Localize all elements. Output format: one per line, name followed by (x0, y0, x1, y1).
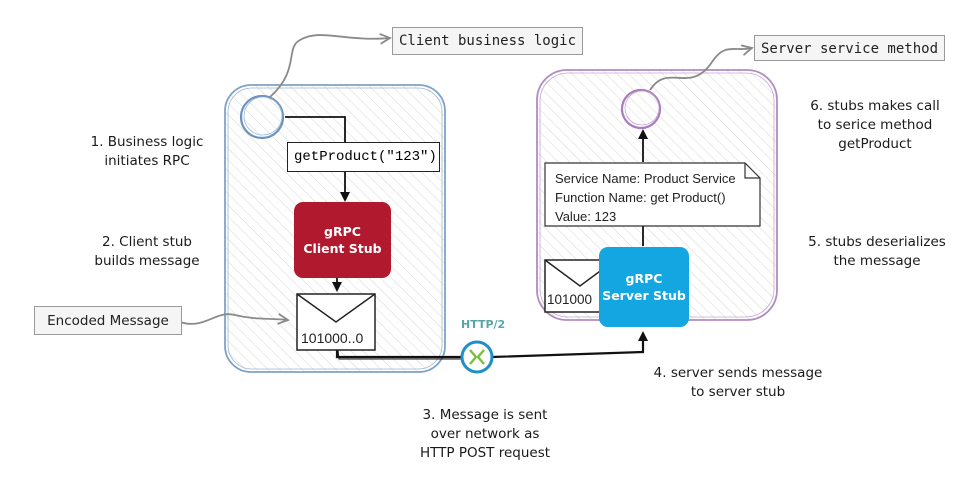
client-envelope-text: 101000..0 (301, 330, 364, 346)
server-stub: gRPC Server Stub (599, 247, 689, 327)
step-5-label: 5. stubs deserializes the message (788, 233, 966, 271)
server-envelope (544, 259, 616, 313)
step-3-label: 3. Message is sent over network as HTTP … (395, 406, 575, 463)
step-1-label: 1. Business logic initiates RPC (72, 133, 222, 171)
server-note-line2: Function Name: get Product() (555, 190, 726, 205)
server-note-line1: Service Name: Product Service (555, 171, 736, 186)
server-note-shape (544, 162, 761, 227)
step-5-line1: 5. stubs deserializes (808, 234, 946, 250)
step-4-line1: 4. server sends message (653, 365, 823, 381)
client-call-wire (285, 116, 350, 202)
step-6-line3: getProduct (838, 136, 912, 152)
client-stub-label-line2: Client Stub (303, 241, 382, 256)
client-business-logic-note: Client business logic (392, 27, 584, 55)
encoded-message-note: Encoded Message (34, 306, 182, 335)
step-1-line1: 1. Business logic (90, 134, 204, 150)
server-service-method-note: Server service method (754, 35, 946, 61)
network-node-icon (460, 340, 494, 374)
step-1-line2: initiates RPC (104, 153, 190, 169)
step-3-line3: HTTP POST request (419, 445, 551, 461)
server-envelope-text: 101000 (547, 292, 593, 307)
http2-label: HTTP/2 (461, 318, 506, 331)
server-note-line3: Value: 123 (555, 209, 617, 224)
server-message-note: Service Name: Product Service Function N… (548, 165, 758, 230)
step-6-label: 6. stubs makes call to serice method get… (790, 97, 960, 154)
encoded-message-connector (179, 314, 288, 324)
network-wire (335, 333, 643, 359)
server-stub-label-line1: gRPC (625, 271, 663, 286)
step-4-line2: to server stub (690, 384, 786, 400)
client-stub-label-line1: gRPC (324, 224, 361, 239)
step-2-line2: builds message (94, 253, 200, 269)
server-stub-label-line2: Server Stub (602, 288, 686, 303)
step-3-line2: over network as (430, 426, 540, 442)
client-logic-circle (239, 94, 285, 140)
step-6-line1: 6. stubs makes call (810, 98, 940, 114)
step-4-label: 4. server sends message to server stub (638, 364, 838, 402)
server-logic-connector (649, 48, 752, 91)
get-product-call-box: getProduct("123") (287, 142, 440, 172)
step-6-line2: to serice method (817, 117, 933, 133)
client-envelope (296, 293, 376, 351)
step-3-line1: 3. Message is sent (422, 407, 548, 423)
client-logic-connector (269, 35, 390, 98)
step-5-line2: the message (833, 253, 921, 269)
server-logic-circle (620, 88, 662, 130)
client-stub: gRPC Client Stub (294, 202, 391, 278)
step-2-line1: 2. Client stub (102, 234, 192, 250)
step-2-label: 2. Client stub builds message (72, 233, 222, 271)
